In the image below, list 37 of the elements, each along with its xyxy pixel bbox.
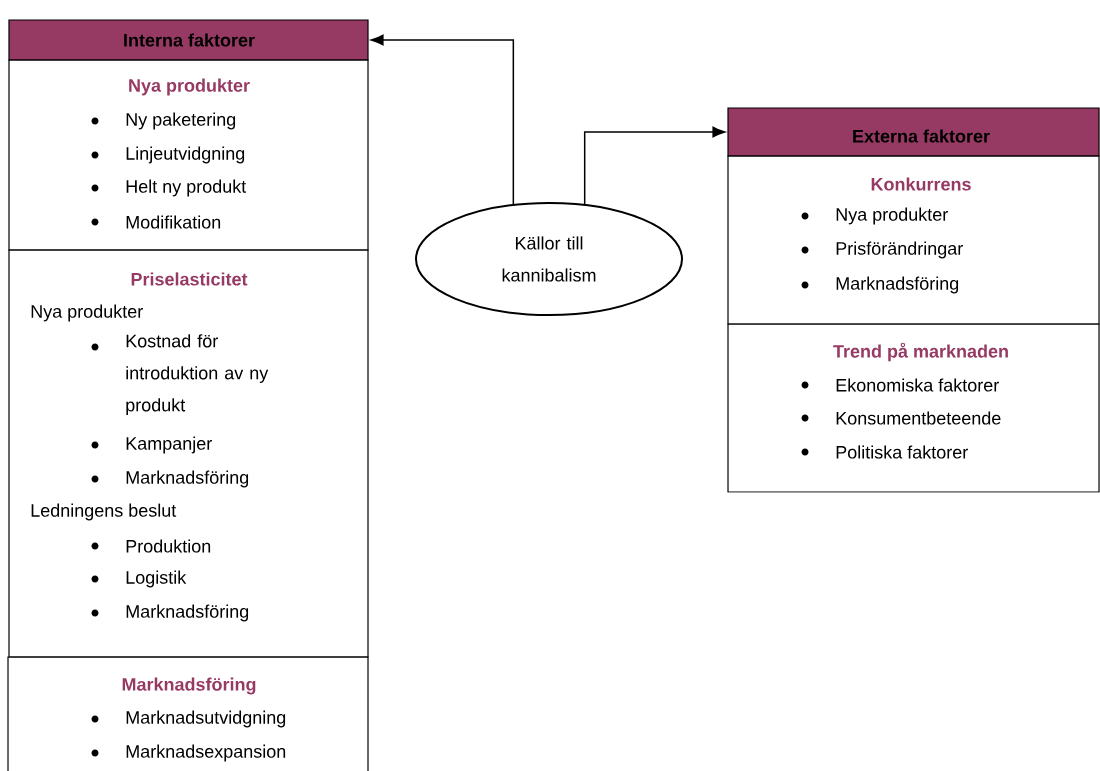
arrow: [583, 126, 726, 205]
header-box: [727, 107, 1100, 157]
bullet-item: Politiska faktorer: [801, 445, 968, 459]
section-box: [8, 249, 369, 658]
section-box: [8, 59, 369, 251]
header-title: Externa faktorer: [853, 129, 990, 143]
bullet-item: Logistik: [91, 570, 187, 588]
section-heading: Marknadsföring: [122, 677, 256, 695]
bullet-item: Marknadsexpansion: [91, 744, 286, 762]
section-heading: Priselasticitet: [131, 272, 248, 286]
section-heading: Nya produkter: [129, 78, 250, 96]
section-box: [7, 656, 369, 771]
header-box: [8, 19, 369, 61]
bullet-item: Modifikation: [91, 215, 221, 229]
bullet-item: Linjeutvidgning: [91, 146, 245, 164]
text-line: Nya produkter: [31, 304, 143, 322]
bullet-item: Prisförändringar: [801, 241, 963, 259]
bullet-item: Marknadsutvidgning: [91, 710, 286, 728]
section-heading: Konkurrens: [871, 177, 971, 191]
bullet-item: Marknadsföring: [801, 276, 959, 294]
arrow: [370, 34, 515, 205]
bullet-item: Ekonomiska faktorer: [801, 378, 999, 392]
section-box: [727, 155, 1100, 325]
section-box: [727, 323, 1100, 493]
bullet-item: Helt ny produkt: [91, 179, 247, 197]
bullet-item: Produktion: [91, 539, 211, 553]
header-title: Interna faktorer: [124, 33, 255, 47]
bullet-item: Kostnad för introduktion av ny produkt: [91, 334, 269, 415]
bullet-item: Marknadsföring: [91, 604, 249, 622]
section-heading: Trend på marknaden: [833, 342, 1008, 362]
text-line: Ledningens beslut: [31, 503, 177, 521]
bullet-item: Konsumentbeteende: [801, 411, 1001, 425]
ellipse-node: Källor till kannibalism: [415, 202, 683, 316]
bullet-item: Nya produkter: [801, 207, 948, 225]
bullet-item: Kampanjer: [91, 436, 212, 454]
bullet-item: Ny paketering: [91, 112, 236, 130]
bullet-item: Marknadsföring: [91, 470, 249, 488]
